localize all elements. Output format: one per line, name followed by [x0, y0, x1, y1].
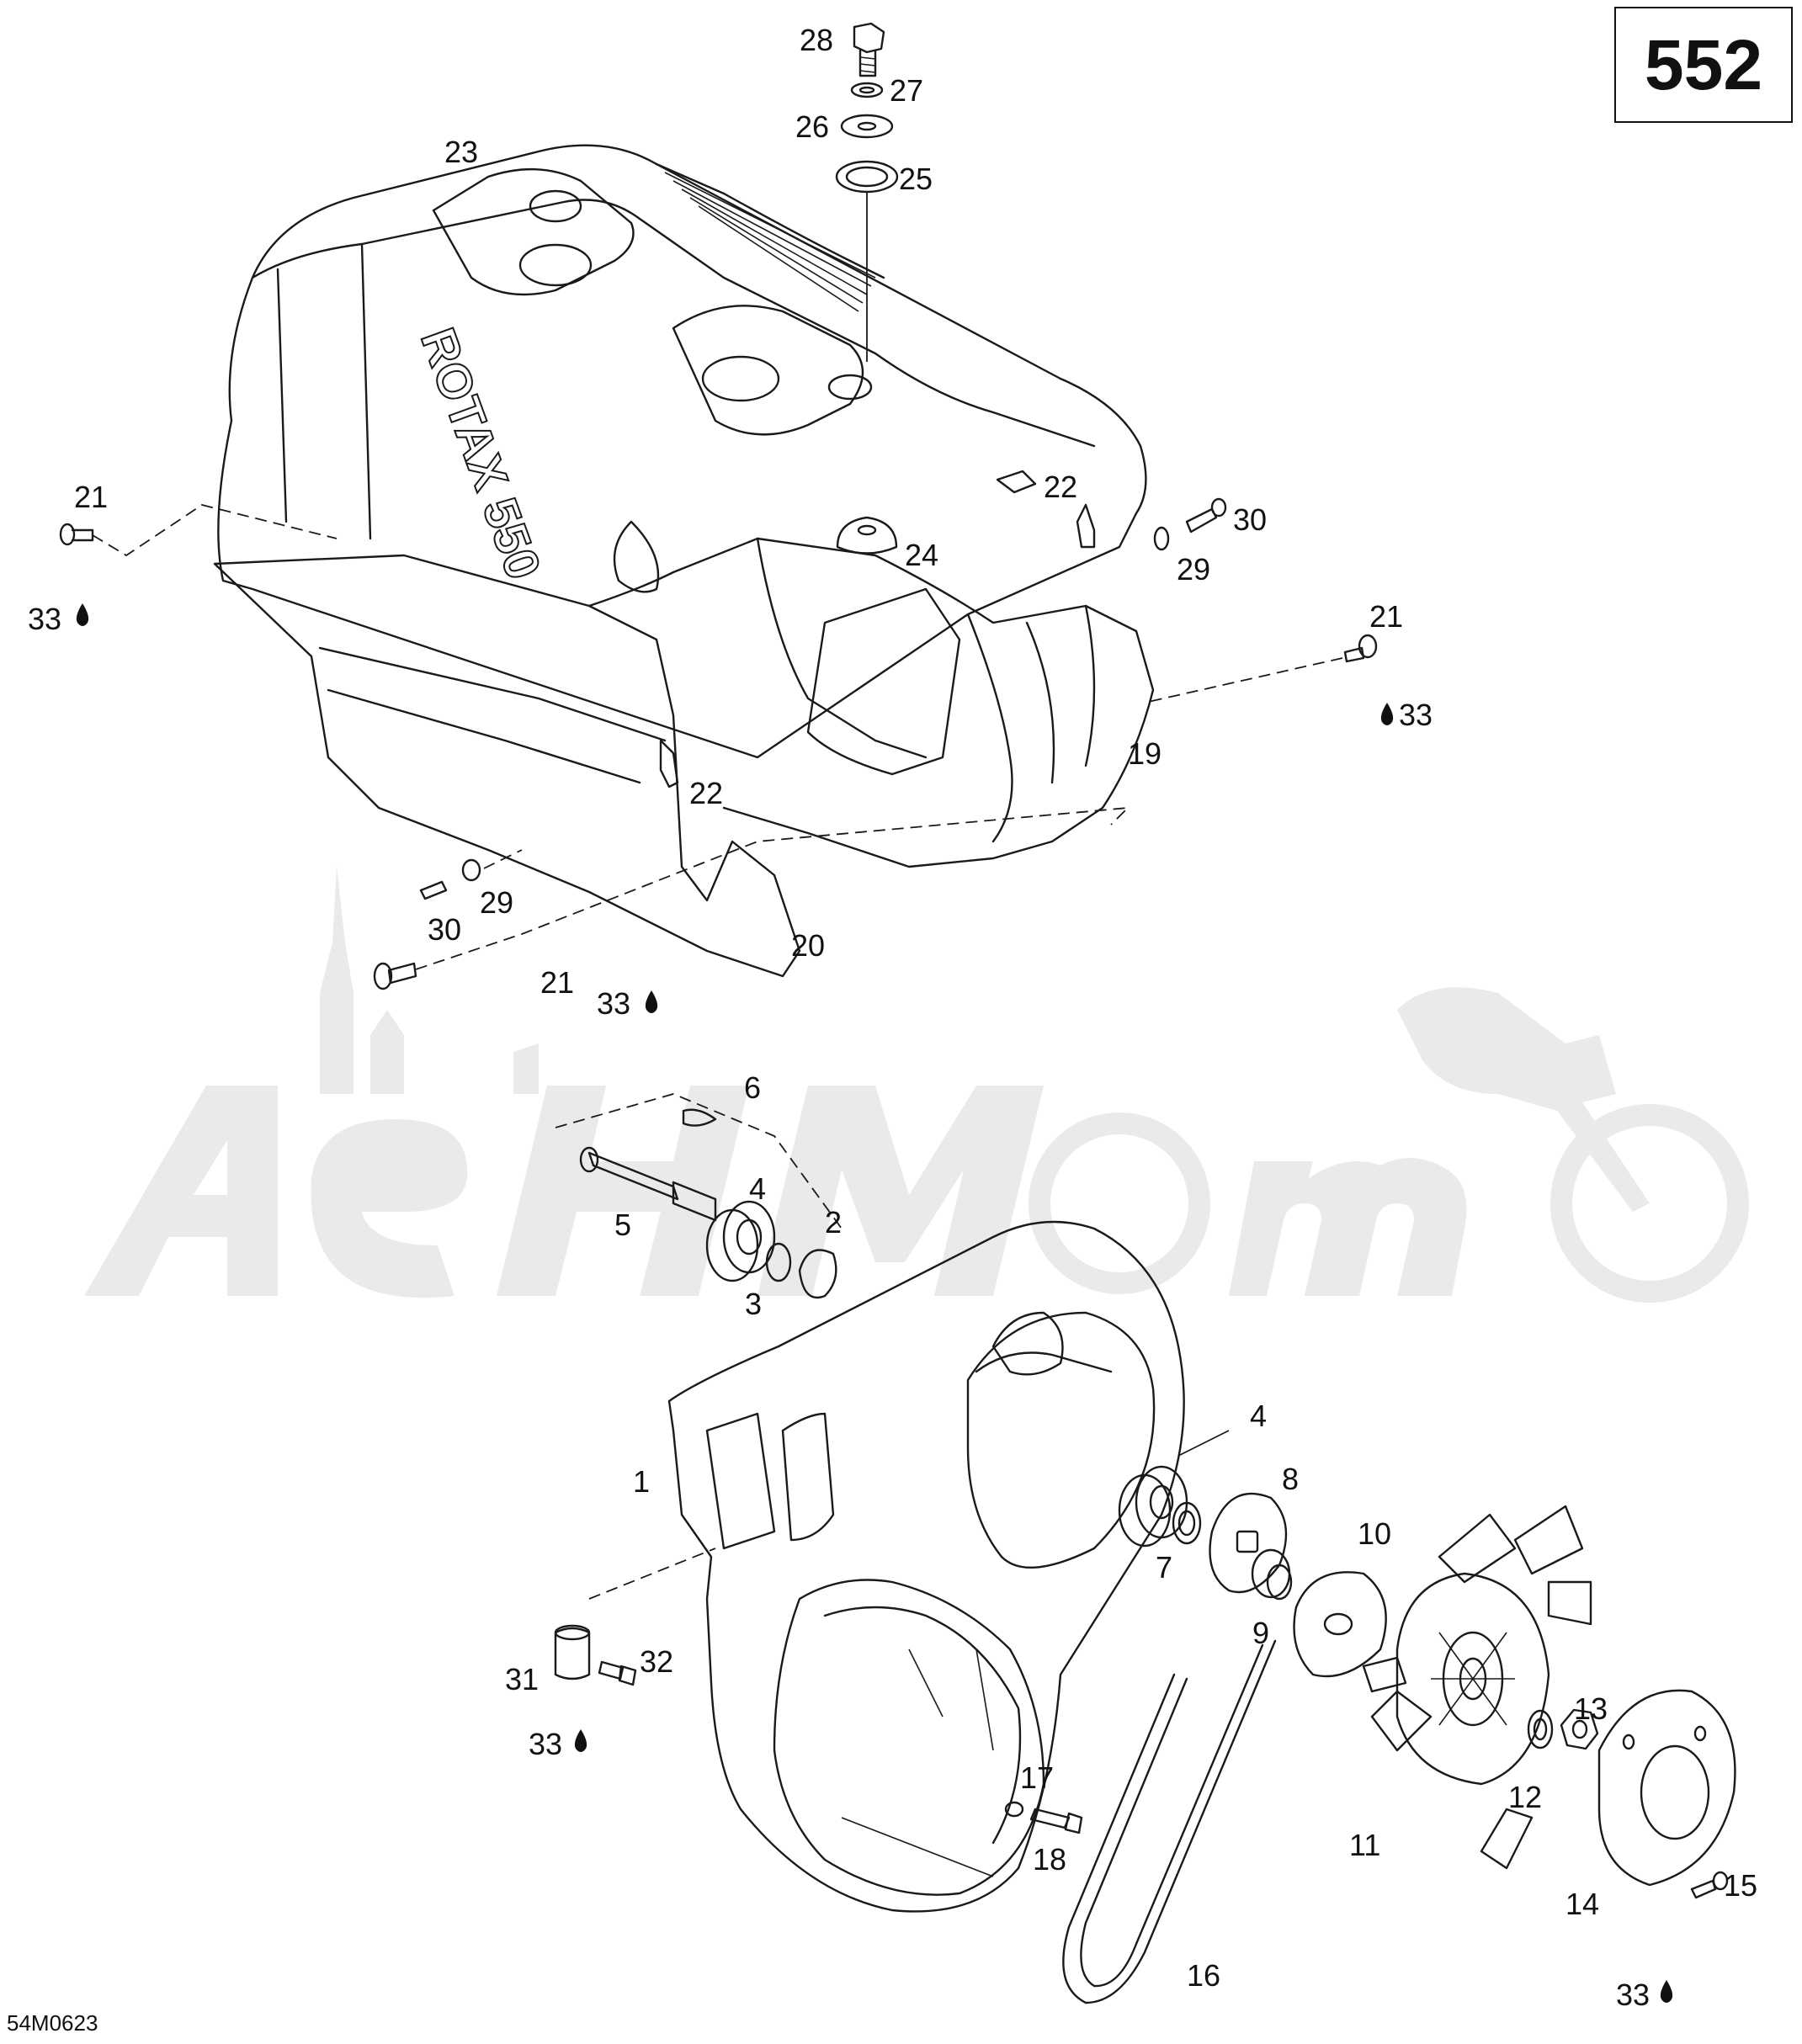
callout-14: 14	[1565, 1887, 1599, 1921]
page-number-box: 552	[1614, 7, 1793, 123]
callout-33-right: 33	[1399, 698, 1433, 732]
callout-4-lower: 4	[1250, 1399, 1267, 1433]
fan-housing-assembly: ROTAX 550	[213, 144, 1155, 978]
callout-33-left: 33	[28, 602, 61, 636]
callout-4-upper: 4	[749, 1171, 766, 1206]
screw-30-left	[419, 849, 523, 900]
screw-30-right	[1153, 497, 1227, 551]
callout-22-lower: 22	[689, 776, 723, 810]
screw-21-lower	[373, 806, 1130, 990]
callout-33-cover: 33	[1616, 1978, 1650, 2012]
callout-17: 17	[1020, 1760, 1054, 1795]
callout-30-left: 30	[428, 912, 461, 947]
callout-26: 26	[795, 109, 829, 144]
callout-31: 31	[505, 1662, 539, 1696]
callout-labels: 28 27 26 25 23 21 33 22 30 29 24 21 33 1…	[28, 23, 1757, 2012]
watermark	[84, 867, 1749, 1303]
shaft-assembly	[555, 1093, 843, 1299]
callout-10: 10	[1358, 1516, 1391, 1551]
callout-2: 2	[825, 1205, 842, 1240]
housing-brand-text: ROTAX 550	[410, 321, 551, 587]
callout-6: 6	[744, 1070, 761, 1105]
callout-3: 3	[745, 1287, 762, 1321]
callout-32: 32	[640, 1644, 673, 1679]
callout-11: 11	[1349, 1828, 1380, 1862]
callout-28: 28	[800, 23, 833, 57]
drop-icon	[645, 990, 658, 1013]
drive-belt-16	[1062, 1639, 1277, 2004]
callout-13: 13	[1574, 1691, 1608, 1726]
screw-21-left	[59, 504, 338, 557]
callout-21-lower: 21	[540, 965, 574, 1000]
callout-29-right: 29	[1177, 552, 1210, 587]
clip-22-upper	[996, 470, 1096, 549]
callout-25: 25	[899, 162, 933, 196]
lower-case-1	[588, 1220, 1185, 1913]
drop-icon	[574, 1729, 587, 1752]
page-number: 552	[1644, 24, 1763, 104]
callout-22-upper: 22	[1044, 470, 1077, 504]
callout-30-right: 30	[1233, 502, 1267, 537]
callout-8: 8	[1282, 1462, 1299, 1496]
small-fasteners-lower	[554, 1624, 1083, 1834]
drop-icon	[1380, 703, 1394, 725]
callout-23: 23	[444, 135, 478, 169]
screw-21-right	[1144, 634, 1378, 703]
callout-20: 20	[791, 928, 825, 963]
drop-icon	[1660, 1980, 1673, 2003]
drop-icon	[76, 603, 89, 626]
callout-19: 19	[1128, 736, 1161, 771]
callout-7: 7	[1156, 1550, 1172, 1585]
nut-and-cover	[1527, 1689, 1736, 1899]
document-code: 54M0623	[7, 2010, 98, 2036]
callout-29-left: 29	[480, 885, 513, 920]
drop-icons	[76, 603, 1673, 2003]
callout-33-case: 33	[529, 1727, 562, 1761]
pulley-stack	[1118, 1430, 1387, 1678]
callout-21-left: 21	[74, 480, 108, 514]
callout-16: 16	[1187, 1958, 1220, 1993]
grommet-24	[836, 516, 898, 555]
callout-21-right: 21	[1369, 599, 1403, 634]
callout-12: 12	[1508, 1780, 1542, 1814]
callout-33-lower: 33	[597, 986, 630, 1021]
callout-9: 9	[1252, 1616, 1269, 1650]
callout-24: 24	[905, 538, 938, 572]
callout-15: 15	[1724, 1868, 1757, 1903]
fan-11	[1362, 1505, 1592, 1870]
top-fastener-stack	[835, 22, 899, 362]
callout-18: 18	[1033, 1842, 1066, 1877]
clip-22-lower	[659, 739, 679, 788]
callout-1: 1	[633, 1464, 650, 1499]
callout-5: 5	[614, 1208, 631, 1242]
callout-27: 27	[890, 73, 923, 108]
